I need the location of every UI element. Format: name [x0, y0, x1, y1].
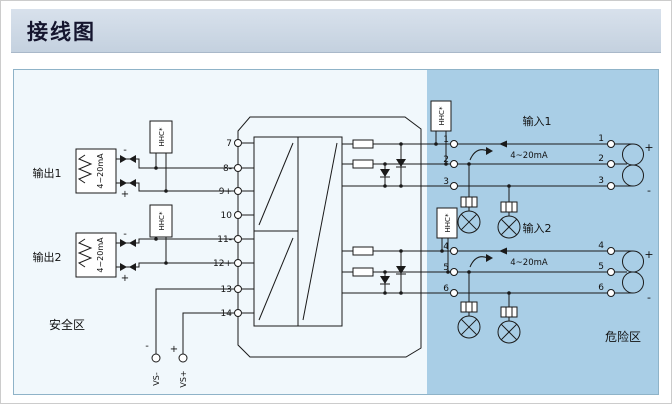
- title-bar: 接线图: [11, 9, 661, 53]
- hazard-zone-background: [427, 70, 658, 394]
- page-title: 接线图: [27, 19, 96, 44]
- diagram-panel: [13, 69, 659, 395]
